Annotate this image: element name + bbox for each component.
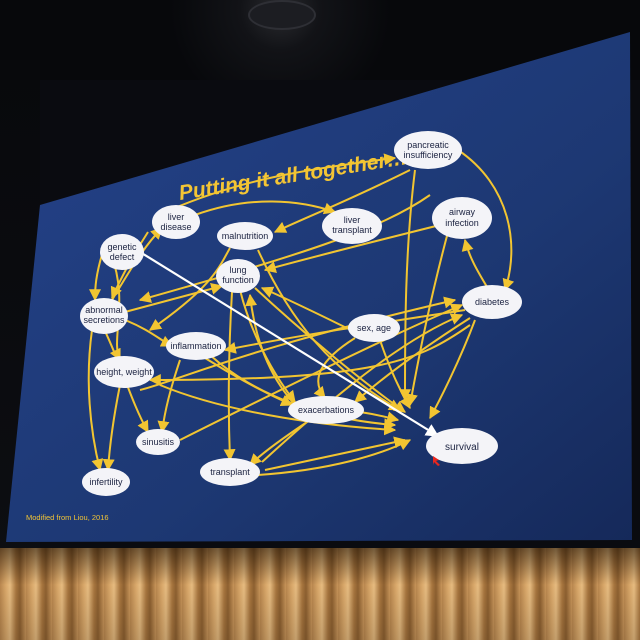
edge-liver-to-transplant <box>194 200 337 216</box>
node-genetic-defect: genetic defect <box>100 234 144 270</box>
edge-height-to-infertility <box>102 384 121 472</box>
slide-footnote: Modified from Liou, 2016 <box>26 513 109 522</box>
edge-inflammation-to-sinusitis <box>157 359 181 434</box>
edge-pancreatic-to-diabetes <box>457 149 515 292</box>
edge-lung-to-survival <box>254 287 406 413</box>
slide-panel <box>6 32 632 542</box>
node-liver-disease-label-2: disease <box>160 222 191 232</box>
node-liver-transplant-label-1: liver <box>344 215 361 225</box>
node-pancreatic-insufficiency: pancreatic insufficiency <box>394 131 462 169</box>
node-abnormal-secretions: abnormal secretions <box>80 298 128 334</box>
node-secretions-label-1: abnormal <box>85 305 123 315</box>
node-transplant-label: transplant <box>210 467 250 477</box>
edge-diabetes-to-height <box>148 324 471 386</box>
diagram-edges <box>87 149 515 476</box>
edge-transplant-to-survival <box>264 436 407 471</box>
node-diabetes-label: diabetes <box>475 297 510 307</box>
node-sinusitis-label: sinusitis <box>142 437 175 447</box>
node-survival-label: survival <box>445 442 479 453</box>
node-transplant: transplant <box>200 458 260 486</box>
node-lung-label-2: function <box>222 275 254 285</box>
node-liver-transplant: liver transplant <box>322 208 382 244</box>
edge-secretions-to-lung <box>124 283 224 313</box>
node-malnutrition: malnutrition <box>217 222 273 250</box>
edge-transplant-to-diabetes <box>261 313 464 463</box>
node-infertility: infertility <box>82 468 130 496</box>
edge-liver-to-pancreatic <box>169 153 397 211</box>
node-lung-label-1: lung <box>229 265 246 275</box>
node-sex-age: sex, age <box>348 314 400 342</box>
node-liver-disease-label-1: liver <box>168 212 185 222</box>
node-lung-function: lung function <box>216 259 260 293</box>
ceiling <box>0 0 640 80</box>
laser-pointer-icon <box>433 456 440 466</box>
edge-pancreatic-to-survival <box>399 169 416 402</box>
ceiling-vent <box>248 0 316 30</box>
edge-airway-to-secretions <box>138 194 431 303</box>
edge-diabetes-to-survival <box>429 319 476 420</box>
node-sexage-label: sex, age <box>357 323 391 333</box>
node-diabetes: diabetes <box>462 285 522 319</box>
edge-exacerbations-to-survival <box>359 411 400 424</box>
node-liver-disease: liver disease <box>152 205 200 239</box>
node-height-label: height, weight <box>96 367 152 377</box>
stage-curtain-shade <box>0 548 640 640</box>
node-pancreatic-label-2: insufficiency <box>404 150 453 160</box>
node-sinusitis: sinusitis <box>136 429 180 455</box>
edge-secretions-to-infertility <box>87 329 104 472</box>
node-survival: survival <box>426 428 498 464</box>
node-airway-label-2: infection <box>445 218 479 228</box>
node-airway-label-1: airway <box>449 207 476 217</box>
node-exacerbations: exacerbations <box>288 396 364 424</box>
node-airway-infection: airway infection <box>432 197 492 239</box>
edge-malnutrition-to-height <box>149 247 231 331</box>
edge-sexage-to-survival <box>379 339 411 410</box>
edge-height-to-survival <box>159 384 397 436</box>
node-pancreatic-label-1: pancreatic <box>407 140 449 150</box>
node-inflammation: inflammation <box>166 332 226 360</box>
edge-pancreatic-to-malnutrition <box>273 169 411 233</box>
node-malnutrition-label: malnutrition <box>222 231 269 241</box>
node-exacerbations-label: exacerbations <box>298 405 355 415</box>
node-liver-transplant-label-2: transplant <box>332 225 372 235</box>
edge-sinusitis-to-diabetes <box>179 303 464 441</box>
node-height-weight: height, weight <box>94 356 154 388</box>
edge-diabetes-to-exacerbations <box>354 317 471 403</box>
node-genetic-label-2: defect <box>110 252 135 262</box>
node-inflammation-label: inflammation <box>170 341 221 351</box>
edge-genetic-to-survival-highlight <box>139 251 440 437</box>
edge-lung-to-transplant <box>223 291 236 462</box>
edge-airway-to-survival <box>406 231 449 407</box>
edge-airway-to-lung <box>263 224 441 273</box>
edge-transplant-to-survival-2 <box>257 439 412 476</box>
node-infertility-label: infertility <box>89 477 123 487</box>
node-genetic-label-1: genetic <box>107 242 137 252</box>
node-secretions-label-2: secretions <box>83 315 125 325</box>
